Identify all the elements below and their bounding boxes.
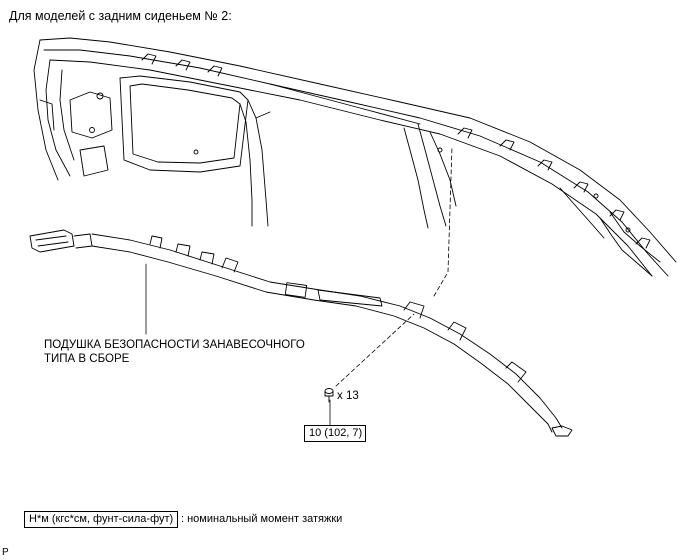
legend-unit-box: Н*м (кгс*см, фунт-сила-фут) <box>24 511 179 528</box>
curtain-airbag-assembly <box>29 229 573 437</box>
vehicle-body-frame <box>33 37 677 277</box>
bolt-icon <box>324 388 334 403</box>
airbag-callout-line2: ТИПА В СБОРЕ <box>44 353 130 365</box>
leader-lines <box>145 145 453 426</box>
reference-code: P <box>2 547 9 558</box>
airbag-callout-label: ПОДУШКА БЕЗОПАСНОСТИ ЗАНАВЕСОЧНОГО ТИПА … <box>44 338 305 366</box>
airbag-callout-line1: ПОДУШКА БЕЗОПАСНОСТИ ЗАНАВЕСОЧНОГО <box>44 339 305 351</box>
legend-description: : номинальный момент затяжки <box>181 513 343 525</box>
torque-spec-box: 10 (102, 7) <box>304 425 366 442</box>
bolt-quantity-label: x 13 <box>337 390 359 402</box>
page-heading: Для моделей с задним сиденьем № 2: <box>9 9 232 23</box>
